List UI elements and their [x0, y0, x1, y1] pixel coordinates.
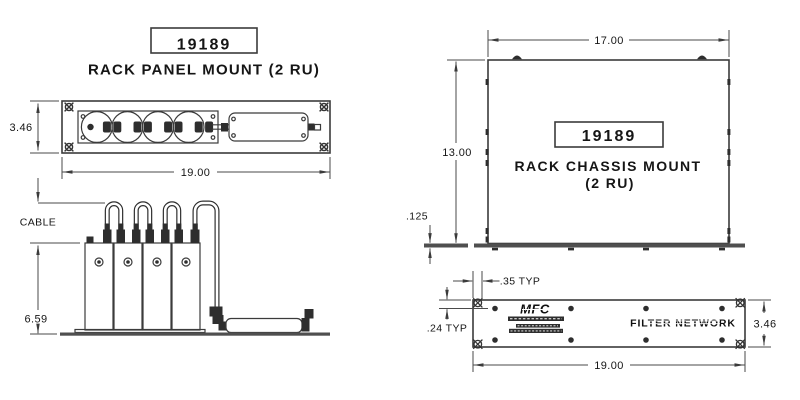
view-title-line1: RACK CHASSIS MOUNT	[515, 158, 702, 174]
dim-label: 19.00	[181, 167, 211, 179]
cable-connector-icon	[103, 223, 200, 243]
panel-outline	[61, 100, 331, 154]
filter-connector-plate	[77, 110, 229, 144]
mfc-logo-text: MFC	[520, 302, 550, 317]
dim-label: .24 TYP	[427, 323, 468, 335]
part-number-label: 19189	[582, 128, 637, 145]
filter-modules	[84, 236, 201, 331]
mounting-holes	[492, 305, 725, 343]
dim-label: 6.59	[24, 314, 47, 326]
jumper-cables	[104, 200, 220, 309]
dim-front-panel-height: 3.46	[748, 299, 776, 348]
output-connector-icon	[308, 123, 315, 131]
top-stud-icon	[697, 55, 707, 60]
dim-label: 3.46	[9, 122, 32, 134]
dim-panel-height: 3.46	[9, 100, 59, 154]
front-panel-outline	[472, 299, 746, 348]
dim-label: 13.00	[442, 147, 472, 159]
part-number-box	[150, 27, 258, 54]
dim-plate-thickness: .125	[406, 211, 432, 264]
tuning-hole-icon	[94, 257, 191, 267]
dim-label: .125	[406, 211, 428, 223]
output-module	[228, 112, 322, 142]
dim-chassis-width: 17.00	[487, 30, 730, 57]
dim-label: 3.46	[753, 319, 776, 331]
index-hole	[87, 123, 94, 131]
chassis-base-plate	[474, 243, 745, 248]
edge-tab-icons	[485, 79, 731, 243]
dim-label: 19.00	[594, 360, 624, 372]
logo-address-line	[516, 324, 560, 328]
plate-edge-segment	[424, 243, 468, 248]
side-view: CABLE	[20, 178, 330, 336]
rack-chassis-mount-view: 17.00 19189 RACK CHASSIS MOUNT (2 RU) 13…	[406, 30, 745, 264]
dim-assembly-height: 6.59	[24, 242, 80, 335]
panel-corner-screw-icon	[64, 102, 329, 152]
product-label-group: FILTER NETWORK	[630, 318, 735, 330]
rack-panel-mount-view: 19189 RACK PANEL MOUNT (2 RU)	[9, 27, 331, 179]
dim-label: 17.00	[594, 35, 624, 47]
chassis-outline	[487, 59, 730, 245]
part-number-box	[554, 121, 664, 148]
part-number-label: 19189	[177, 37, 232, 54]
plate-stud-icons	[492, 247, 725, 251]
front-panel-view: MFC FILTER NETWORK .35 TYP	[427, 271, 776, 372]
module-subplate	[74, 328, 206, 334]
output-module-side	[209, 306, 314, 334]
view-title-line2: (2 RU)	[585, 175, 635, 191]
input-stub	[86, 236, 94, 243]
base-plate	[60, 332, 330, 336]
dim-chassis-height: 13.00	[442, 59, 485, 244]
view-title: RACK PANEL MOUNT (2 RU)	[88, 62, 320, 79]
dim-hole-top-offset: .24 TYP	[427, 287, 488, 335]
right-connector-icon	[301, 318, 310, 332]
long-cable	[192, 200, 220, 309]
dim-panel-width: 19.00	[61, 157, 331, 179]
cable-label: CABLE	[20, 217, 56, 229]
elbow-connector-icon	[209, 306, 223, 317]
mfc-logo: MFC	[508, 302, 564, 333]
panel-corner-screw-icon	[472, 297, 746, 350]
dim-front-panel-width: 19.00	[472, 351, 746, 372]
dim-hole-edge-offset: .35 TYP	[453, 271, 540, 298]
dim-label: .35 TYP	[500, 276, 541, 288]
top-stud-icon	[512, 55, 522, 60]
coupling-connector-icon	[102, 121, 214, 133]
